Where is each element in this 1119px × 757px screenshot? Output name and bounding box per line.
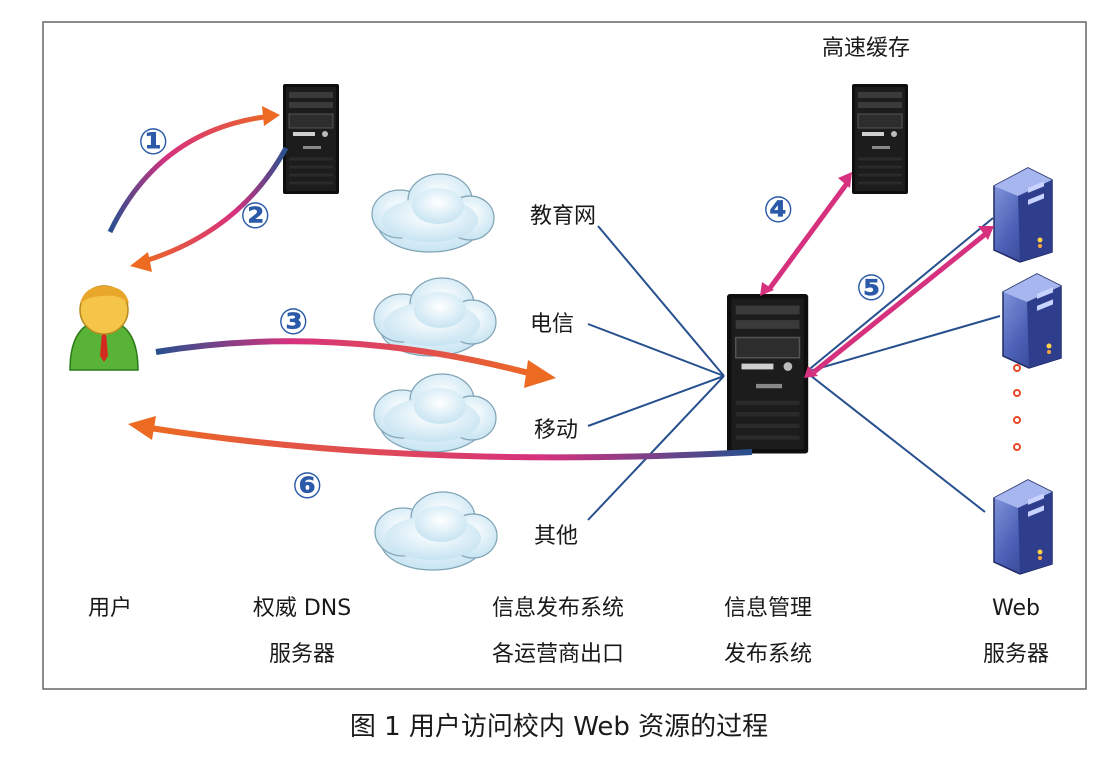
cloud-icon	[373, 373, 497, 453]
web-server-lines	[805, 217, 1001, 513]
exit-label-line2: 各运营商出口	[491, 642, 625, 667]
step-1-label: ①	[138, 122, 168, 163]
web-label-line2: 服务器	[982, 642, 1050, 667]
telecom-label: 电信	[530, 312, 575, 337]
web-server-icon	[1002, 273, 1062, 369]
step-2-label: ②	[240, 196, 270, 237]
figure-caption: 图 1 用户访问校内 Web 资源的过程	[349, 712, 769, 742]
mobile-label: 移动	[534, 418, 579, 443]
ellipsis-dots	[1013, 364, 1021, 451]
exit-label-line1: 信息发布系统	[491, 596, 625, 621]
arrow-step-6	[128, 416, 753, 461]
web-server-icon	[993, 167, 1053, 263]
step-4-label: ④	[763, 190, 793, 231]
mgmt-label-line1: 信息管理	[723, 596, 813, 621]
edu-net-label: 教育网	[530, 204, 597, 229]
web-server-icon	[993, 479, 1053, 575]
cache-label: 高速缓存	[822, 36, 911, 61]
step-6-label: ⑥	[292, 466, 322, 507]
arrow-step-2	[130, 146, 289, 272]
cache-server-icon	[850, 82, 910, 196]
arrow-step-5	[804, 226, 994, 378]
web-label-line1: Web	[992, 596, 1040, 621]
dns-label-line2: 服务器	[268, 642, 336, 667]
user-icon	[69, 285, 139, 371]
cloud-icon	[374, 491, 498, 571]
mgmt-label-line2: 发布系统	[723, 642, 813, 667]
other-label: 其他	[534, 524, 579, 549]
dns-server-icon	[281, 82, 341, 196]
arrow-step-4	[760, 172, 852, 296]
arrow-step-3	[155, 338, 556, 388]
step-numbers: ① ② ③ ④ ⑤ ⑥	[138, 122, 886, 507]
step-3-label: ③	[278, 302, 308, 343]
carrier-lines	[587, 225, 725, 521]
user-label: 用户	[87, 596, 133, 621]
dns-label-line1: 权威 DNS	[252, 596, 352, 621]
cloud-icon	[371, 173, 495, 253]
step-5-label: ⑤	[856, 268, 886, 309]
diagram-frame	[42, 21, 1087, 690]
management-server-icon	[727, 294, 808, 454]
arrow-step-1	[107, 106, 280, 234]
